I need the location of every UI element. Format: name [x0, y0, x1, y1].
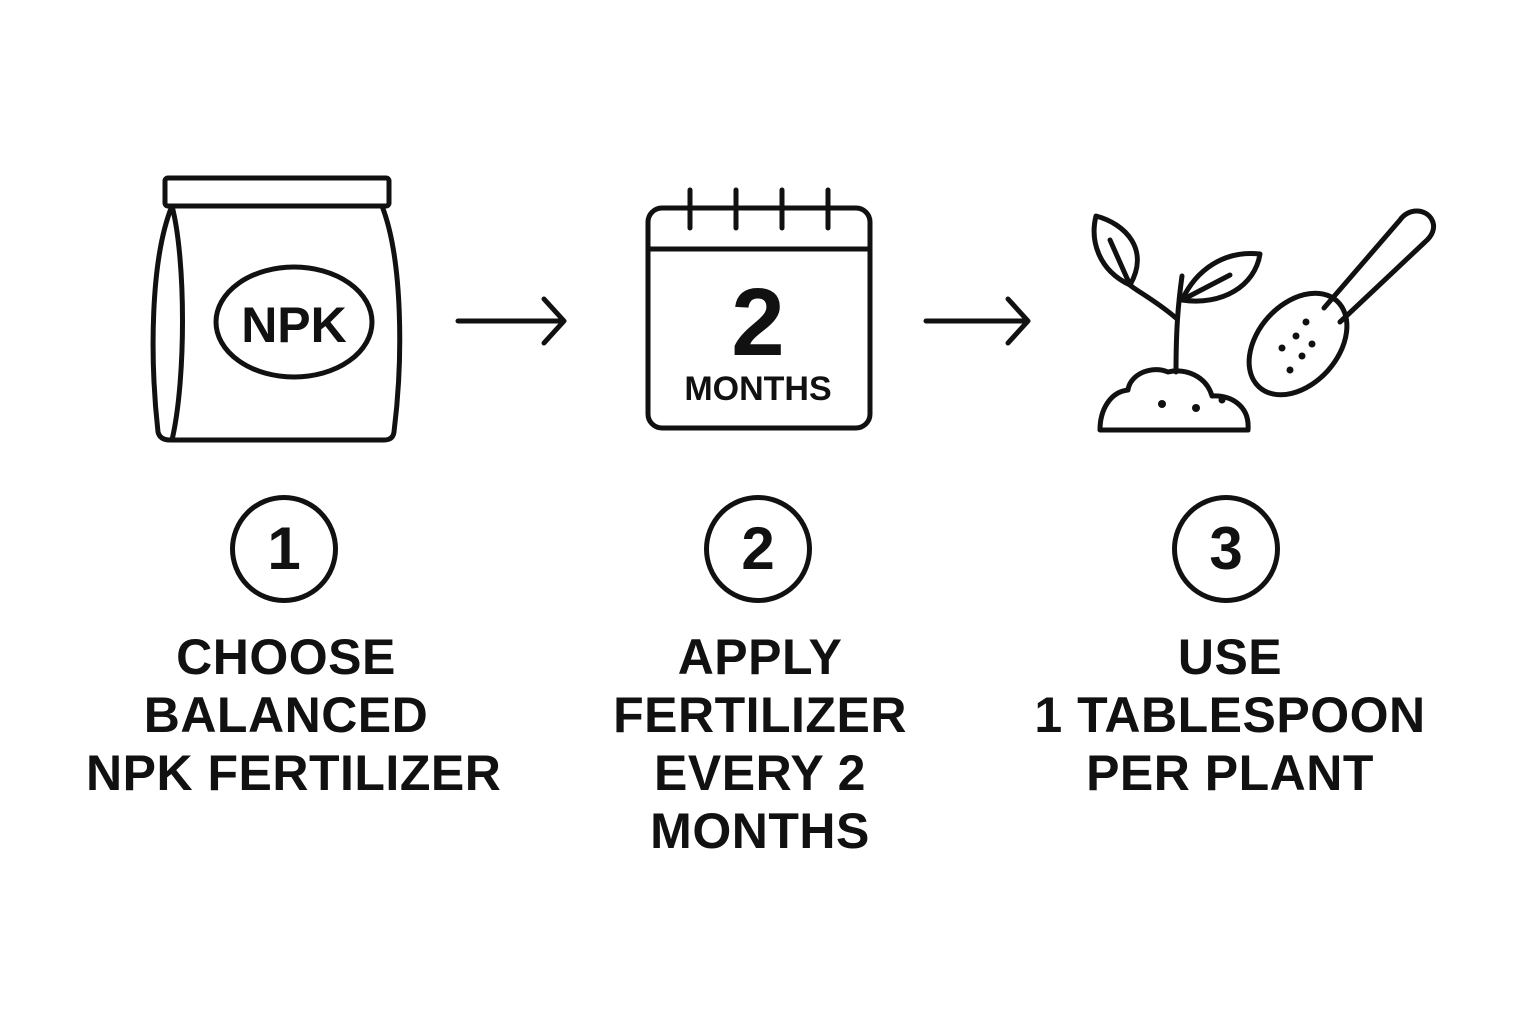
step-1-label-line: NPK FERTILIZER: [86, 745, 502, 801]
npk-label-oval: [213, 264, 375, 380]
spoon-granules: [1278, 318, 1316, 374]
step-2-label: APPLY FERTILIZER EVERY 2 MONTHS: [560, 628, 960, 860]
calendar-number: 2: [731, 269, 784, 376]
arrow-right-icon: [923, 296, 1031, 346]
seedling-icon: [1091, 213, 1263, 433]
step-3-label-line: PER PLANT: [1086, 745, 1374, 801]
calendar-icon: [645, 187, 873, 431]
step-number-2: 2: [704, 495, 812, 603]
soil-dots: [1158, 396, 1226, 412]
step-1-label-line: CHOOSE: [176, 629, 396, 685]
step-2-label-line: APPLY: [677, 629, 843, 685]
step-3-label-line: USE: [1177, 629, 1283, 685]
step-2-label-line: EVERY 2: [654, 745, 866, 801]
fertilizer-bag-icon: [150, 175, 403, 443]
step-1-label-line: BALANCED: [143, 687, 429, 743]
arrow-right-icon: [455, 296, 567, 346]
step-1-label: CHOOSE BALANCED NPK FERTILIZER: [86, 628, 502, 802]
step-3-label-line: 1 TABLESPOON: [1034, 687, 1426, 743]
npk-icon-text: NPK: [241, 297, 347, 353]
spoon-icon: [1246, 208, 1437, 398]
step-number-3: 3: [1172, 495, 1280, 603]
calendar-months-text: MONTHS: [684, 370, 831, 408]
step-3-label: USE 1 TABLESPOON PER PLANT: [1030, 628, 1430, 802]
step-number-1: 1: [230, 495, 338, 603]
step-2-label-line: FERTILIZER: [613, 687, 907, 743]
step-2-label-line: MONTHS: [650, 803, 870, 859]
